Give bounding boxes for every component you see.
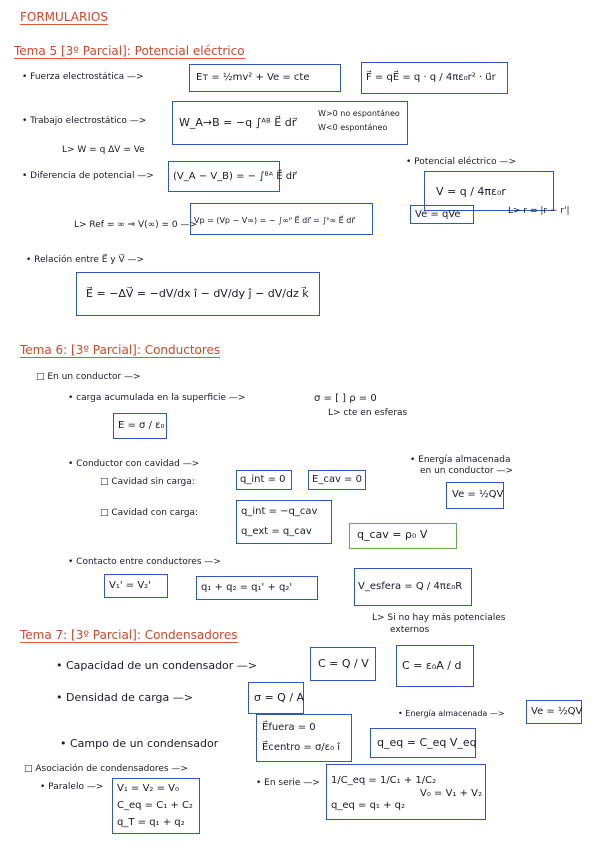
esferas-note: L> cte en esferas (328, 408, 408, 418)
sigma-eq: σ = [ ] ρ = 0 (314, 393, 377, 404)
qint-qext-box (236, 500, 332, 544)
energia-box (446, 482, 504, 509)
page-title: FORMULARIOS (20, 10, 108, 25)
capacidad-box1 (310, 647, 376, 681)
campo-eq2: E⃗centro = σ/ε₀ î (262, 742, 341, 753)
paralelo-eq2: C_eq = C₁ + C₂ (117, 800, 193, 811)
serie-eq1: 1/C_eq = 1/C₁ + 1/C₂ (331, 775, 437, 786)
fuerza-label: • Fuerza electrostática —> (22, 72, 144, 82)
vesfera-note-1: L> Si no hay más potenciales (372, 613, 506, 623)
ref-box (190, 203, 373, 235)
diferencia-box (168, 161, 280, 192)
tema7-heading: Tema 7: [3º Parcial]: Condensadores (20, 628, 238, 643)
trabajo-case2: W<0 espontáneo (318, 123, 388, 132)
ecav0-eq: E_cav = 0 (312, 474, 362, 485)
qint0-eq: q_int = 0 (240, 474, 286, 485)
trabajo-label: • Trabajo electrostático —> (22, 116, 147, 126)
qint-eq: q_int = −q_cav (241, 506, 318, 517)
densidad-box (248, 682, 304, 714)
capacidad-eq2: C = ε₀A / d (402, 659, 462, 672)
vesfera-box (354, 568, 472, 606)
qcav-box (349, 523, 457, 549)
ref-eq: Vp = (Vp − V∞) = − ∫∞ᴾ E⃗ dr⃗ = ∫ᴾ∞ E⃗ d… (194, 216, 355, 225)
qint0-box (236, 470, 292, 490)
campo-label: • Campo de un condensador (60, 737, 219, 750)
contacto-label: • Contacto entre conductores —> (68, 557, 221, 567)
densidad-label: • Densidad de carga —> (56, 691, 193, 704)
trabajo-eq: W_A→B = −q ∫ᴬᴮ E⃗ dr⃗ (179, 116, 297, 129)
campo-eq1: E⃗fuera = 0 (262, 722, 316, 733)
capacidad-label: • Capacidad de un condensador —> (56, 659, 258, 672)
conductor-cavidad: • Conductor con cavidad —> (68, 459, 200, 469)
cavidad-sin-carga: □ Cavidad sin carga: (100, 477, 195, 487)
potencial-label: • Potencial eléctrico —> (406, 157, 516, 167)
campo-box (256, 714, 352, 762)
tema6-heading: Tema 6: [3º Parcial]: Conductores (20, 343, 221, 358)
potencial-note: L> r = |r − r'| (508, 206, 570, 216)
qeq-box (370, 728, 476, 758)
qsum-eq: q₁ + q₂ = q₁' + q₂' (201, 582, 293, 593)
potencial-eq: V = q / 4πε₀r (436, 185, 506, 198)
energia-label-2: en un conductor —> (420, 466, 514, 476)
serie-eq3: V₀ = V₁ + V₂ (420, 788, 483, 799)
trabajo-box (172, 101, 408, 145)
paralelo-eq3: q_T = q₁ + q₂ (117, 817, 185, 828)
fuerza-box2 (361, 62, 508, 94)
energia7-label: • Energía almacenada —> (398, 709, 505, 718)
energia7-eq: Ve = ½QV (531, 706, 583, 717)
qsum-box (196, 576, 318, 600)
e-sigma-eq: E = σ / ε₀ (118, 420, 165, 431)
ecav0-box (308, 470, 366, 490)
cavidad-con-carga: □ Cavidad con carga: (100, 508, 199, 518)
energia-label-1: • Energía almacenada (410, 455, 511, 465)
relacion-eq: E⃗ = −ΔV⃗ = −dV/dx î − dV/dy ĵ − dV/dz k… (86, 287, 309, 300)
ref-note: L> Ref = ∞ ⇒ V(∞) = 0 —> (74, 220, 198, 230)
tema5-heading: Tema 5 [3º Parcial]: Potencial eléctrico (14, 44, 245, 59)
pot-ve-eq: Ve = qVe (415, 209, 461, 220)
trabajo-note: L> W = q ΔV = Ve (62, 145, 145, 155)
qext-eq: q_ext = q_cav (241, 526, 312, 537)
fuerza-eq2: F⃗ = qE⃗ = q · q / 4πε₀r² · u⃗r (366, 72, 496, 83)
diferencia-label: • Diferencia de potencial —> (22, 171, 154, 181)
paralelo-eq1: V₁ = V₂ = V₀ (117, 783, 180, 794)
potencial-box (424, 171, 554, 211)
vesfera-eq: V_esfera = Q / 4πε₀R (358, 581, 463, 592)
energia7-box (526, 700, 582, 724)
serie-eq2: q_eq = q₁ + q₂ (331, 800, 406, 811)
densidad-eq: σ = Q / A (254, 691, 305, 704)
fuerza-box1 (189, 64, 341, 92)
serie-label: • En serie —> (256, 778, 320, 788)
carga-superficie: • carga acumulada en la superficie —> (68, 393, 246, 403)
asociacion-label: □ Asociación de condensadores —> (24, 764, 188, 774)
trabajo-case1: W>0 no espontáneo (318, 109, 400, 118)
paralelo-box (112, 778, 200, 834)
relacion-label: • Relación entre E⃗ y V⃗ —> (26, 255, 145, 265)
qeq-eq: q_eq = C_eq V_eq (377, 736, 477, 749)
pot-ve-box (410, 205, 474, 224)
energia-eq: Ve = ½QV (452, 489, 504, 500)
v1v2-box (104, 574, 168, 598)
relacion-box (76, 272, 320, 316)
diferencia-eq: (V_A − V_B) = − ∫ᴮᴬ E⃗ dr⃗ (173, 171, 297, 182)
en-conductor: □ En un conductor —> (36, 372, 141, 382)
vesfera-note-2: externos (390, 625, 430, 635)
capacidad-box2 (396, 645, 474, 687)
serie-box (326, 764, 486, 820)
paralelo-label: • Paralelo —> (40, 782, 104, 792)
e-sigma-box (113, 413, 167, 439)
qcav-eq: q_cav = ρ₀ V (357, 528, 428, 541)
fuerza-eq1: Eᴛ = ½mv² + Ve = cte (196, 72, 310, 83)
capacidad-eq1: C = Q / V (318, 657, 369, 670)
v1v2-eq: V₁' = V₂' (109, 580, 151, 591)
